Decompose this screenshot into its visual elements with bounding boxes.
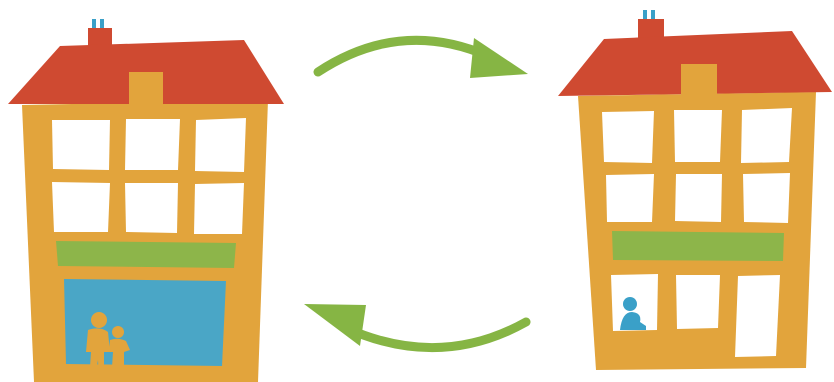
- bottom-arrow-icon: [304, 304, 526, 348]
- top-arrow-icon: [318, 38, 528, 78]
- right-building-icon: [558, 10, 832, 370]
- left-building-icon: [8, 19, 284, 382]
